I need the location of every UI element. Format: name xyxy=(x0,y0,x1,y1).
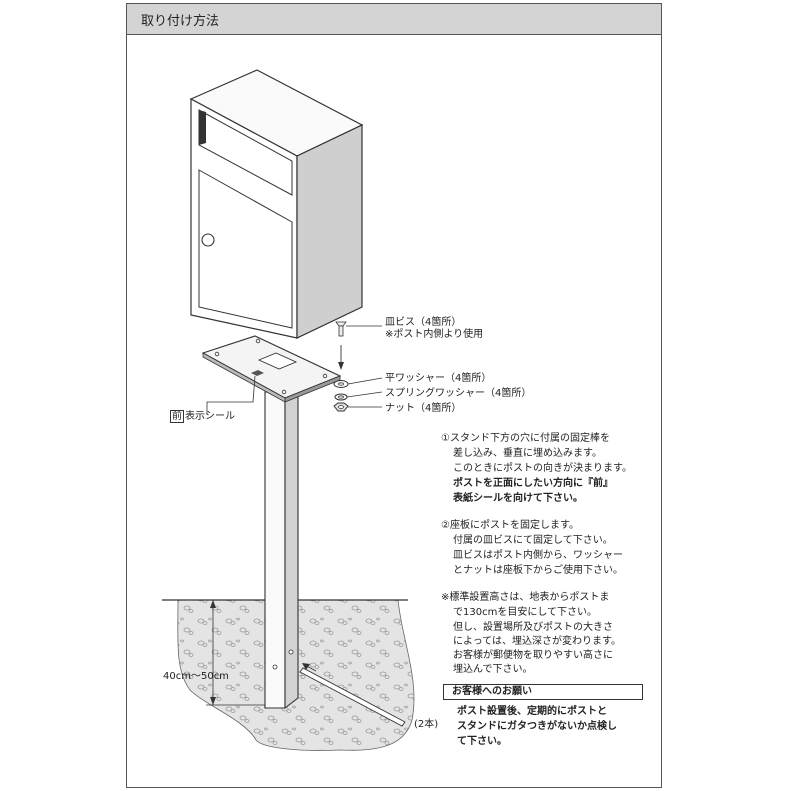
post-box xyxy=(189,69,364,339)
step2-line3: 皿ビスはポスト内側から、ワッシャー xyxy=(453,550,623,561)
step1-line2: 差し込み、垂直に埋め込みます。 xyxy=(453,448,602,459)
request-line3: て下さい。 xyxy=(457,736,507,747)
front-label-char: 前 xyxy=(170,410,184,423)
spring-washer-label: スプリングワッシャー（4箇所） xyxy=(385,388,532,399)
nut-label: ナット（4箇所） xyxy=(385,403,462,414)
note-line2: で130cmを目安にして下さい。 xyxy=(453,607,598,618)
request-line1: ポスト設置後、定期的にポストと xyxy=(457,706,607,717)
step2-line4: とナットは座板下からご使用下さい。 xyxy=(453,565,623,576)
step2-line1: ②座板にポストを固定します。 xyxy=(441,520,579,531)
fixing-rod xyxy=(299,663,406,727)
rod-count-label: (2本) xyxy=(414,719,439,730)
note-line3: 但し、設置場所及びポストの大きさ xyxy=(453,622,613,633)
front-label-callout: 前表示シール xyxy=(170,410,235,424)
step1-emphasis2: 表紙シールを向けて下さい。 xyxy=(453,493,583,504)
flat-washer-label: 平ワッシャー（4箇所） xyxy=(385,373,492,384)
screw-note: ※ポスト内側より使用 xyxy=(385,329,484,340)
depth-label: 40cm〜50cm xyxy=(163,671,229,682)
page-title: 取り付け方法 xyxy=(141,14,220,29)
hardware-parts xyxy=(333,321,349,412)
note-line5: お客様が郵便物を取りやすい高さに xyxy=(453,650,613,661)
request-line2: スタンドにガタつきがないか点検し xyxy=(457,721,617,732)
note-line1: ※標準設置高さは、地表からポストま xyxy=(441,592,610,603)
request-title: お客様へのお願い xyxy=(452,686,532,697)
note-line4: によっては、埋込深さが変わります。 xyxy=(453,636,621,647)
screw-label: 皿ビス（4箇所） xyxy=(385,317,462,328)
step1-line1: ①スタンド下方の穴に付属の固定棒を xyxy=(441,433,610,444)
base-plate xyxy=(201,335,342,403)
step1-emphasis1: ポストを正面にしたい方向に『前』 xyxy=(453,478,613,489)
step1-line3: このときにポストの向きが決まります。 xyxy=(453,463,632,474)
note-line6: 埋込んで下さい。 xyxy=(453,664,533,675)
request-box: お客様へのお願い xyxy=(443,684,643,700)
step2-line2: 付属の皿ビスにて固定して下さい。 xyxy=(453,535,613,546)
stand-pole xyxy=(264,384,299,710)
leader-lines xyxy=(206,325,383,414)
front-label-text: 表示シール xyxy=(185,411,235,422)
depth-dimension xyxy=(206,600,268,706)
panel-header: 取り付け方法 xyxy=(127,4,661,35)
